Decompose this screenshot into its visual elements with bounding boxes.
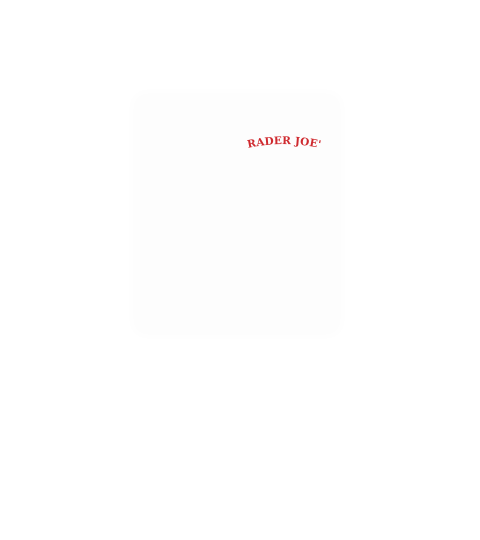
trader-joes-logo: TRADER JOE'S	[242, 127, 322, 151]
product-image-panel	[136, 96, 338, 332]
